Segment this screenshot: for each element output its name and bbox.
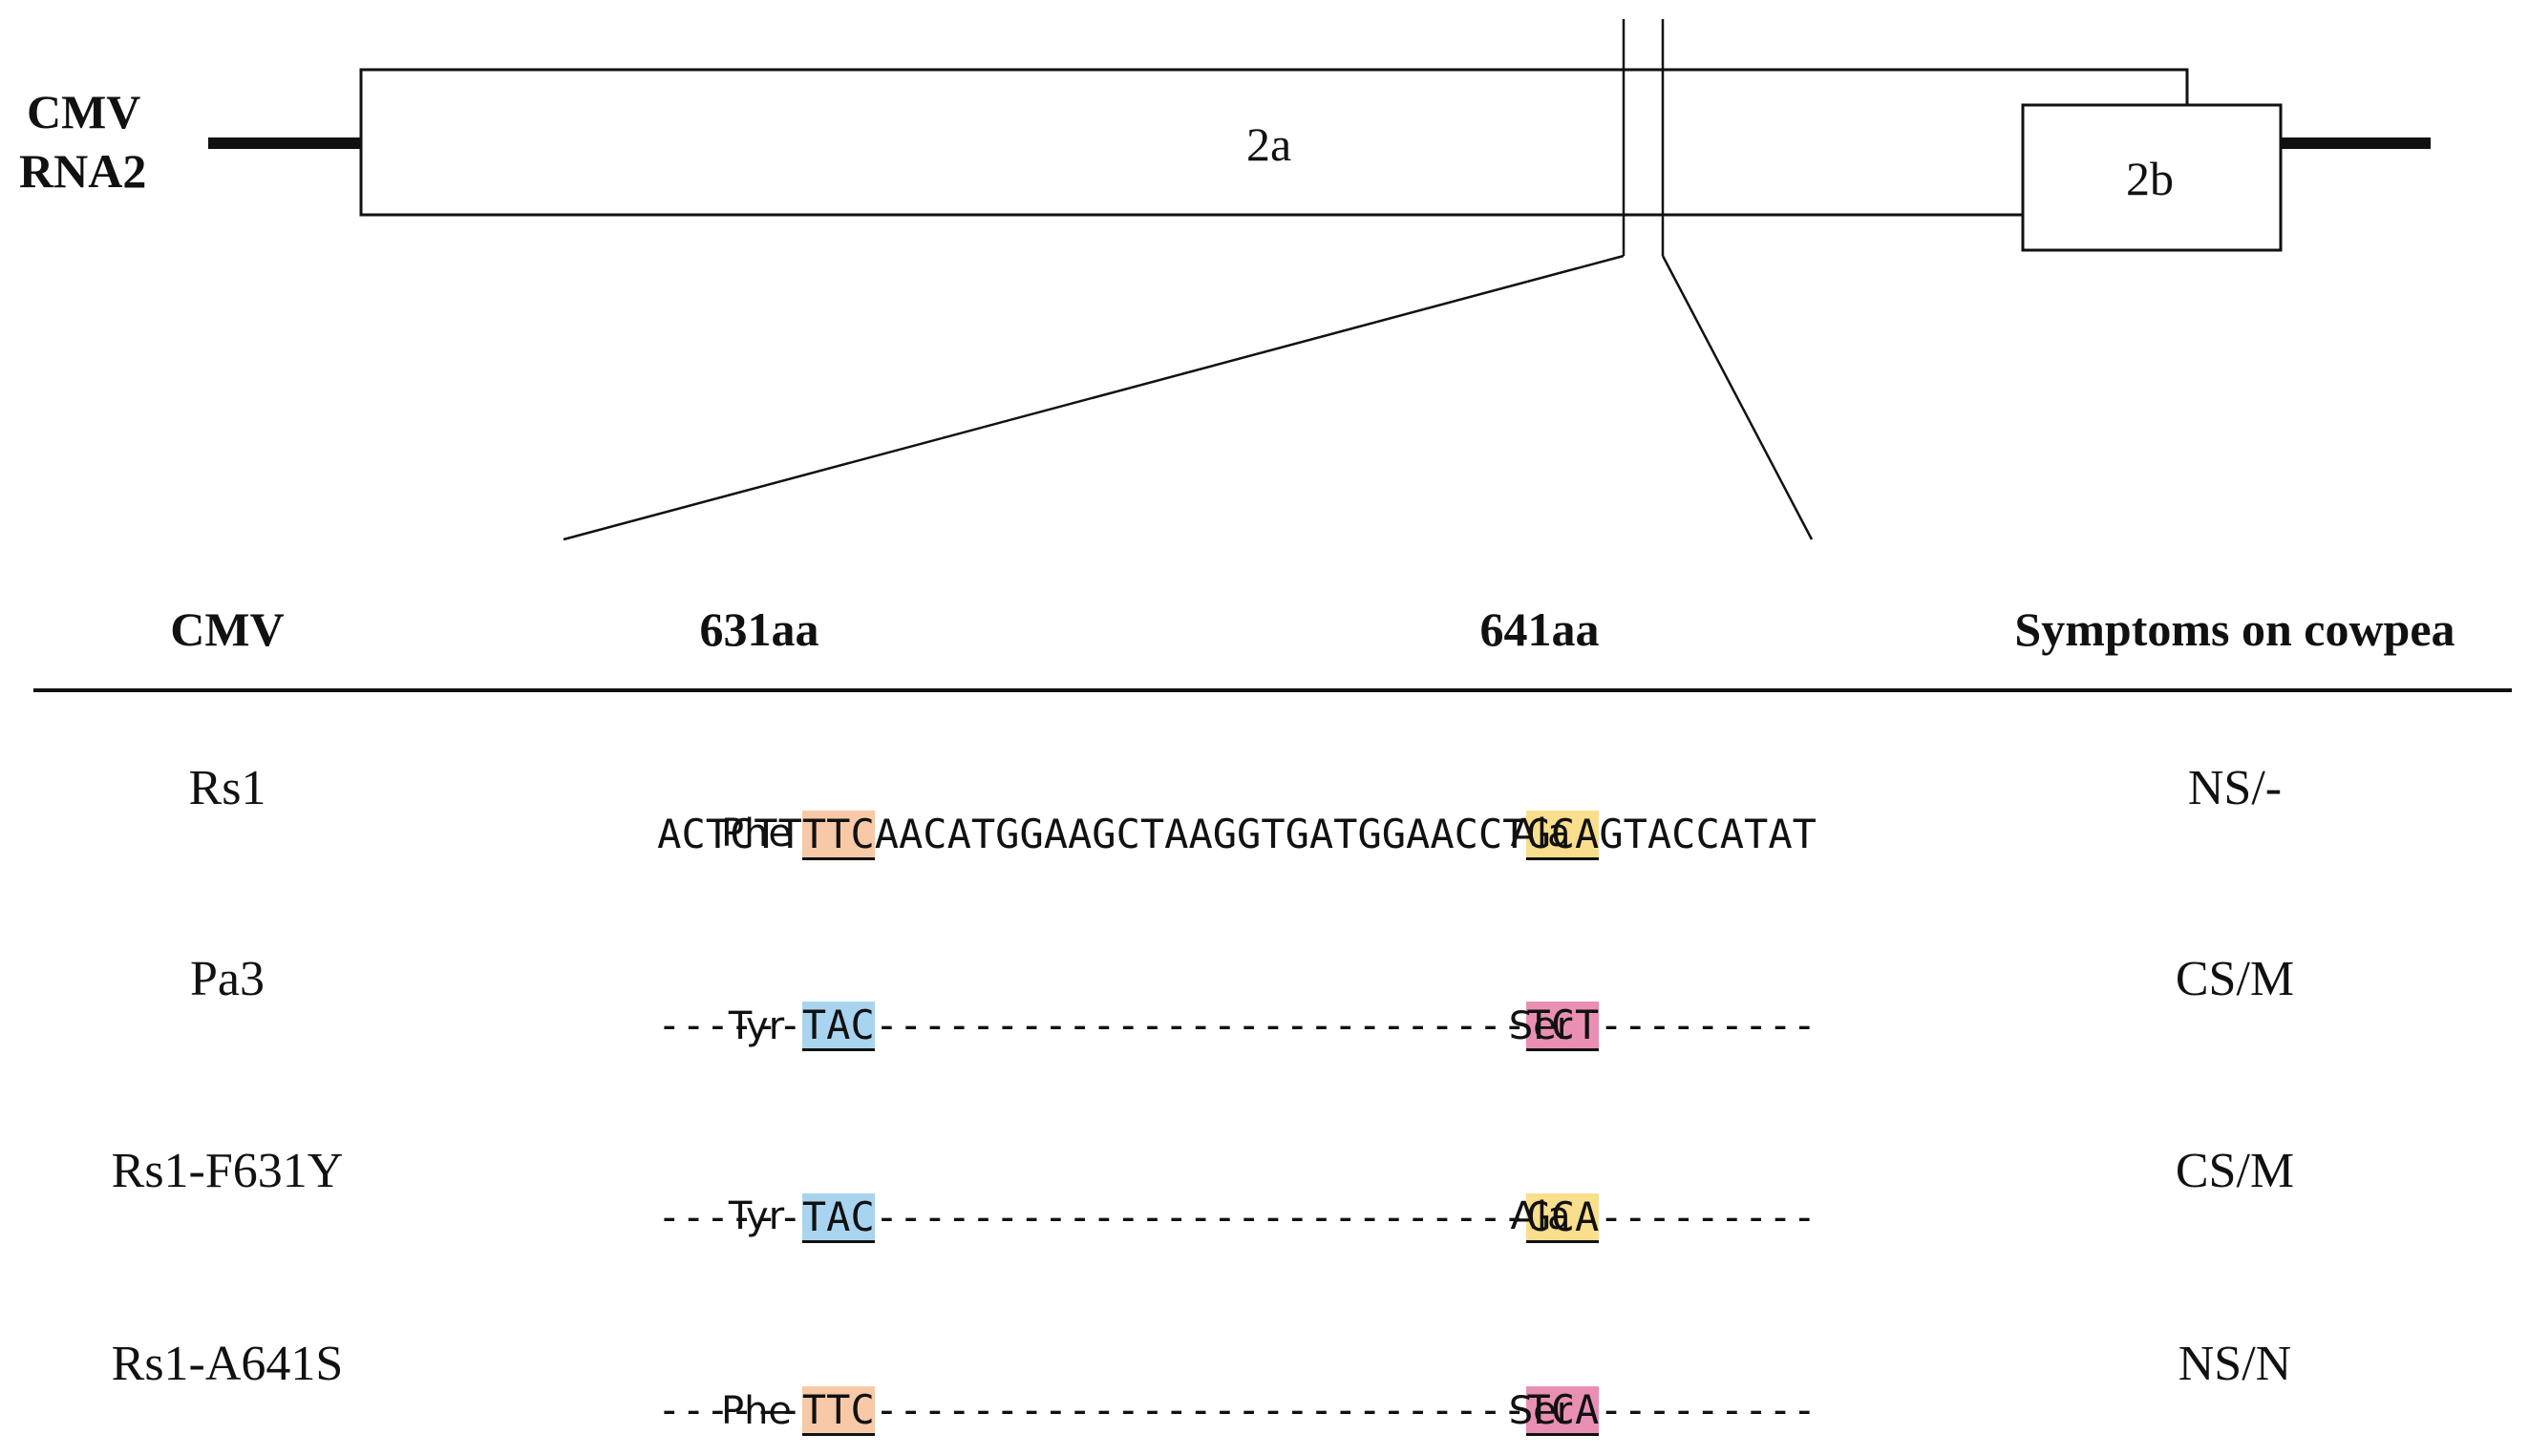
- row-symptoms: CS/M: [2175, 1144, 2295, 1198]
- seq-after: ---------: [1599, 1002, 1817, 1048]
- codon-641: TCT: [1526, 1002, 1600, 1051]
- row-symptoms: NS/-: [2187, 761, 2283, 815]
- amino-acid-641: Ser: [1508, 1389, 1573, 1433]
- amino-acid-641: Ser: [1508, 1004, 1573, 1048]
- genome-label-rna2: RNA2: [19, 144, 147, 198]
- orf-2a-label: 2a: [1246, 117, 1292, 171]
- row-strain: Rs1: [188, 761, 266, 815]
- zoom-line-left: [563, 254, 1625, 541]
- row-sequence: ------TTC---------------------------TCA-…: [561, 1340, 1817, 1456]
- seq-before: ------: [657, 1193, 802, 1240]
- row-symptoms: CS/M: [2175, 952, 2295, 1006]
- codon-631: TAC: [801, 1002, 875, 1051]
- amino-acid-631: Phe: [720, 812, 793, 855]
- amino-acid-641: Ala: [1510, 812, 1571, 855]
- codon-631: TTC: [801, 811, 875, 860]
- genome-label-cmv: CMV: [27, 85, 141, 138]
- header-strain: CMV: [170, 602, 285, 656]
- row-sequence: ------TAC---------------------------TCT-…: [561, 955, 1817, 1095]
- orf-2b-label: 2b: [2126, 152, 2174, 205]
- header-position-631: 631aa: [699, 602, 819, 656]
- seq-middle: AACATGGAAGCTAAGGTGATGGAACCT: [874, 811, 1527, 857]
- amino-acid-631: Tyr: [728, 1194, 785, 1238]
- codon-641: GCA: [1526, 811, 1600, 860]
- seq-before: ------: [657, 1386, 802, 1433]
- orf-2b-box: [2021, 103, 2283, 252]
- amino-acid-631: Phe: [720, 1389, 793, 1433]
- seq-middle: ---------------------------: [874, 1002, 1527, 1048]
- codon-631: TTC: [801, 1386, 875, 1436]
- header-position-641: 641aa: [1479, 602, 1600, 656]
- seq-after: ---------: [1599, 1386, 1817, 1433]
- row-sequence: ------TAC---------------------------GCA-…: [561, 1147, 1817, 1287]
- row-sequence: ACTCTTTTCAACATGGAAGCTAAGGTGATGGAACCTGCAG…: [561, 764, 1817, 904]
- header-rule: [33, 688, 2512, 692]
- orf-2a-box: [359, 68, 2189, 217]
- genome-map: [208, 19, 2431, 541]
- codon-641: TCA: [1526, 1386, 1600, 1436]
- seq-after: GTACCATAT: [1599, 811, 1817, 857]
- row-symptoms: NS/N: [2178, 1337, 2292, 1391]
- amino-acid-641: Ala: [1510, 1194, 1571, 1238]
- codon-631: TAC: [801, 1193, 875, 1243]
- amino-acid-631: Tyr: [728, 1004, 785, 1048]
- header-symptoms: Symptoms on cowpea: [2014, 602, 2455, 656]
- codon-641: GCA: [1526, 1193, 1600, 1243]
- seq-middle: ---------------------------: [874, 1193, 1527, 1240]
- row-strain: Rs1-F631Y: [111, 1144, 344, 1198]
- seq-after: ---------: [1599, 1193, 1817, 1240]
- row-strain: Pa3: [190, 952, 265, 1006]
- seq-before: ------: [657, 1002, 802, 1048]
- seq-before: ACTCTT: [657, 811, 802, 857]
- row-strain: Rs1-A641S: [111, 1337, 344, 1391]
- zoom-line-right: [1661, 255, 1814, 540]
- seq-middle: ---------------------------: [874, 1386, 1527, 1433]
